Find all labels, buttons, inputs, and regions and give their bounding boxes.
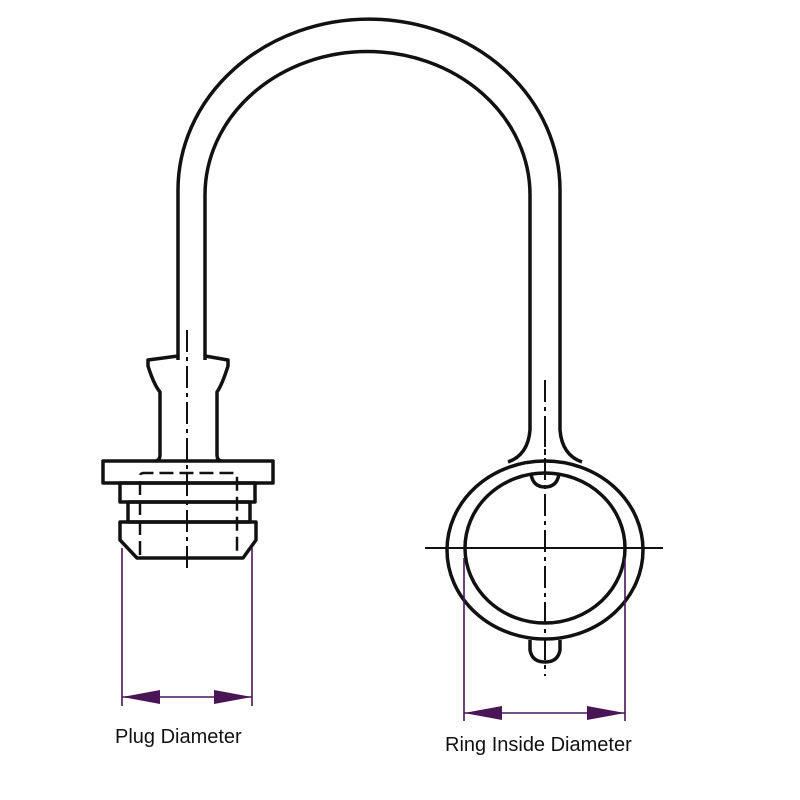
- arrow-right-icon: [214, 690, 252, 704]
- plug-tip: [118, 520, 258, 560]
- arrow-left-icon: [464, 706, 502, 720]
- arrow-left-icon: [122, 690, 160, 704]
- wire-inner: [203, 49, 532, 464]
- ring-bottom-nub: [528, 640, 562, 664]
- arrow-right-icon: [587, 706, 625, 720]
- ring-inside-diameter-label: Ring Inside Diameter: [445, 734, 632, 756]
- wire-outer: [176, 17, 583, 464]
- plug-diameter-label: Plug Diameter: [115, 726, 242, 748]
- plug-hidden-lines: [138, 471, 239, 555]
- plug-groove: [126, 500, 252, 524]
